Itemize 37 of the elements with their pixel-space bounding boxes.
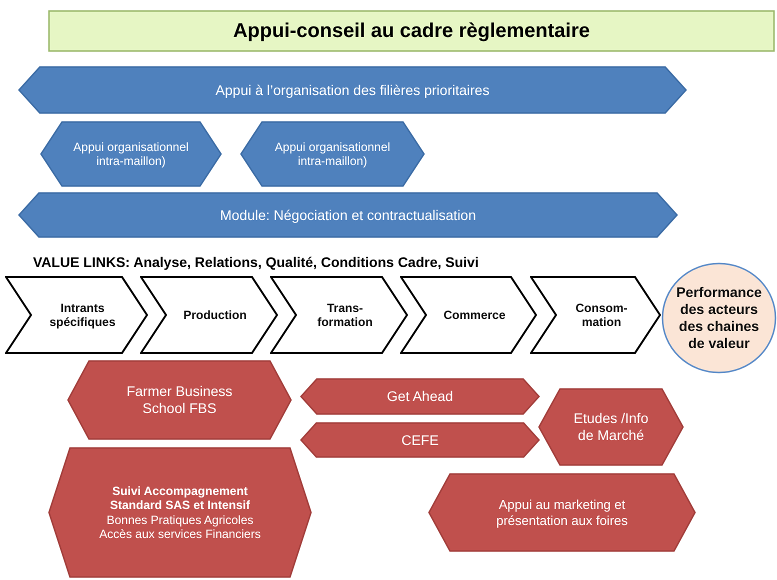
- node-label: Appui organisationnel intra-maillon): [274, 140, 392, 168]
- hexagon-box: [240, 121, 425, 187]
- node-label: Performance des acteurs des chaines de valeur: [675, 284, 763, 352]
- node-label: Etudes /Info de Marché: [572, 410, 650, 444]
- stage-label: Trans- formation: [316, 300, 374, 330]
- stage-label: Production: [183, 308, 247, 322]
- hexagon-box: [18, 192, 678, 238]
- node-label: Get Ahead: [386, 388, 454, 405]
- stage-label: Commerce: [443, 308, 506, 322]
- stage-label: Intrants spécifiques: [48, 300, 117, 330]
- banner-box: [48, 10, 775, 52]
- node-label: Module: Négociation et contractualisation: [220, 206, 476, 224]
- hexagon-box: [67, 360, 292, 440]
- process-step: [5, 276, 148, 354]
- circle-node: [661, 262, 777, 374]
- node-label: Accès aux services Financiers: [99, 526, 261, 542]
- hexagon-box: [18, 66, 687, 114]
- process-step: [140, 276, 278, 354]
- stage-label: Consom- mation: [574, 300, 628, 330]
- hexagon-box: [428, 473, 696, 552]
- node-label: CEFE: [401, 432, 439, 448]
- heading-text: VALUE LINKS: Analyse, Relations, Qualité, Conditions Cadre, Suivi: [33, 254, 479, 270]
- hexagon-box: [40, 121, 222, 187]
- hexagon-box: [48, 447, 312, 578]
- node-label: Appui au marketing et présentation aux foires: [495, 496, 629, 528]
- hexagon-box: [300, 378, 540, 415]
- process-step: [400, 276, 537, 354]
- process-step: [270, 276, 408, 354]
- node-label: Farmer Business School FBS: [126, 383, 234, 417]
- process-step: [530, 276, 661, 354]
- node-label: Appui à l’organisation des filières prioritaires: [216, 82, 490, 98]
- node-label: Suivi Accompagnement Standard SAS et Intensif: [108, 484, 252, 512]
- node-label: Bonnes Pratiques Agricoles: [106, 512, 254, 527]
- node-label: Appui organisationnel intra-maillon): [72, 140, 190, 168]
- hexagon-box: [300, 422, 540, 458]
- banner-title: Appui-conseil au cadre règlementaire: [233, 19, 590, 43]
- hexagon-box: [538, 388, 684, 466]
